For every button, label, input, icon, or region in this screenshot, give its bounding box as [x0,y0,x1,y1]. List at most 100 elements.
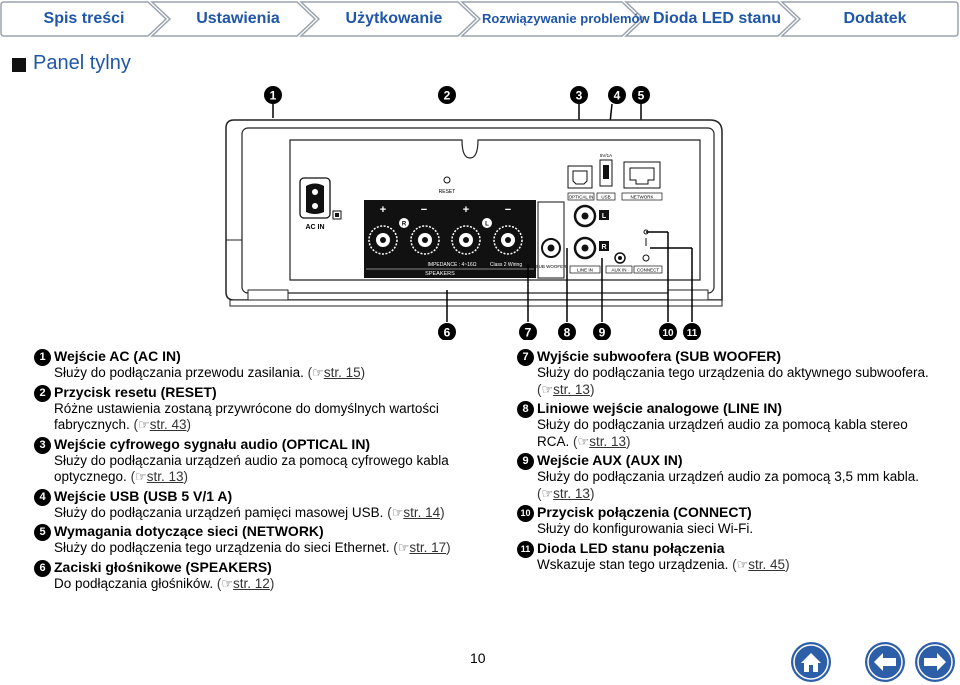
pointing-hand-icon: ☞ [541,381,554,397]
svg-text:−: − [505,204,511,216]
pointing-hand-icon: ☞ [541,485,554,501]
tab-bar-outline [0,1,959,37]
home-icon [791,642,831,682]
svg-text:L: L [602,213,607,220]
item-title: Liniowe wejście analogowe (LINE IN) [537,400,783,416]
rear-panel-drawing: 1 2 3 4 5 [225,86,723,341]
forward-button[interactable] [914,641,956,683]
list-item: 7 Wyjście subwoofera (SUB WOOFER) Służy … [517,348,937,398]
tab-rozwiazywanie-problemow[interactable]: Rozwiązywanie problemów [482,11,650,26]
tab-ustawienia[interactable]: Ustawienia [196,10,280,27]
callout-6: 6 [438,323,456,341]
item-title: Dioda LED stanu połączenia [537,539,725,556]
item-title: Wyjście subwoofera (SUB WOOFER) [537,348,781,364]
heading-square-icon [12,58,26,72]
item-description: Służy do podłączania tego urządzenia do … [537,365,929,397]
page-link[interactable]: str. 13 [146,469,184,484]
label-network: NETWORK [631,195,654,200]
arrow-left-icon [865,642,905,682]
page-link[interactable]: str. 13 [553,381,590,397]
label-usb-rating: 5V/1A [600,153,612,158]
item-description: Służy do podłączania urządzeń pamięci ma… [54,504,445,520]
pointing-hand-icon: ☞ [135,469,147,484]
pointing-hand-icon: ☞ [736,556,749,572]
list-item: 2 Przycisk resetu (RESET) Różne ustawien… [34,384,474,434]
page-link[interactable]: str. 13 [589,433,626,449]
callout-11: 11 [683,323,701,341]
page-reference[interactable]: (☞str. 13) [130,469,189,484]
svg-text:7: 7 [525,326,532,340]
callout-8: 8 [558,323,576,341]
description-list-left: 1 Wejście AC (AC IN) Służy do podłączani… [34,348,474,594]
item-title: Wejście USB (USB 5 V/1 A) [54,487,233,504]
description-list-right: 7 Wyjście subwoofera (SUB WOOFER) Służy … [517,348,937,575]
page-link[interactable]: str. 13 [553,485,590,501]
page-link[interactable]: str. 43 [149,417,187,432]
tab-uzytkowanie[interactable]: Użytkowanie [345,10,443,27]
page-title: Panel tylny [33,52,131,74]
item-title: Wejście cyfrowego sygnału audio (OPTICAL… [54,435,371,452]
svg-text:+: + [380,204,386,216]
page-reference[interactable]: (☞str. 15) [307,365,366,380]
page-reference[interactable]: (☞str. 43) [133,417,191,432]
page-link[interactable]: str. 15 [323,365,361,380]
page-reference[interactable]: (☞str. 14) [387,504,445,520]
svg-text:11: 11 [687,328,698,339]
page-reference[interactable]: (☞str. 13) [573,433,631,449]
item-description: Służy do podłączania urządzeń audio za p… [537,469,919,501]
page-link[interactable]: str. 17 [409,540,447,555]
page-reference[interactable]: (☞str. 13) [537,381,595,397]
item-number-badge: 2 [34,384,51,402]
svg-text:10: 10 [662,328,674,339]
back-button[interactable] [864,641,906,683]
item-title: Wejście AC (AC IN) [54,348,181,364]
page-link[interactable]: str. 12 [233,575,270,591]
page-reference[interactable]: (☞str. 12) [216,575,275,591]
list-item: 9 Wejście AUX (AUX IN) Służy do podłącza… [517,452,937,502]
item-number-badge: 4 [34,488,51,506]
tab-dioda-led-stanu[interactable]: Dioda LED stanu [652,10,781,27]
page-link[interactable]: str. 45 [748,556,786,572]
label-optical: OPTICAL IN [569,195,594,200]
list-item: 4 Wejście USB (USB 5 V/1 A) Służy do pod… [34,488,474,522]
home-button[interactable] [790,641,832,683]
callout-2: 2 [438,86,456,104]
page-reference[interactable]: (☞str. 13) [537,485,595,501]
item-number-badge: 1 [34,349,51,366]
tab-dodatek[interactable]: Dodatek [843,10,907,27]
svg-text:+: + [463,204,469,216]
svg-text:L: L [485,222,489,228]
arrow-right-icon [915,642,955,682]
list-item: 3 Wejście cyfrowego sygnału audio (OPTIC… [34,436,474,486]
page-number: 10 [470,650,486,666]
item-description: Służy do konfigurowania sieci Wi-Fi. [537,521,754,536]
svg-text:3: 3 [576,89,583,103]
label-impedance: IMPEDANCE : 4~16Ω [428,262,477,268]
item-number-badge: 8 [517,401,534,418]
item-description: Wskazuje stan tego urządzenia. (☞str. 45… [537,556,790,572]
pointing-hand-icon: ☞ [221,575,234,591]
item-number-badge: 9 [517,453,534,470]
item-title: Wymagania dotyczące sieci (NETWORK) [54,523,324,539]
page-reference[interactable]: (☞str. 45) [732,556,790,572]
pointing-hand-icon: ☞ [577,433,590,449]
item-number-badge: 10 [517,505,534,522]
pointing-hand-icon: ☞ [312,365,324,380]
label-sub: SUB WOOFER [536,264,568,269]
callout-1: 1 [264,86,282,118]
page-reference[interactable]: (☞str. 17) [393,540,451,555]
item-description: Różne ustawienia zostaną przywrócone do … [54,400,439,433]
tab-spis-tresci[interactable]: Spis treści [43,10,125,27]
label-speakers: SPEAKERS [425,271,455,277]
page-link[interactable]: str. 14 [403,504,441,520]
svg-text:6: 6 [444,326,451,340]
list-item: 10 Przycisk połączenia (CONNECT) Służy d… [517,504,937,538]
item-description: Służy do podłączania urządzeń audio za p… [537,417,908,449]
svg-text:2: 2 [444,89,451,103]
top-tab-bar: Spis treści Ustawienia Użytkowanie Rozwi… [0,0,960,38]
label-reset: RESET [439,189,456,195]
callout-9: 9 [593,323,611,341]
callout-10: 10 [659,323,677,341]
item-title: Przycisk połączenia (CONNECT) [537,504,752,520]
list-item: 8 Liniowe wejście analogowe (LINE IN) Sł… [517,400,937,450]
